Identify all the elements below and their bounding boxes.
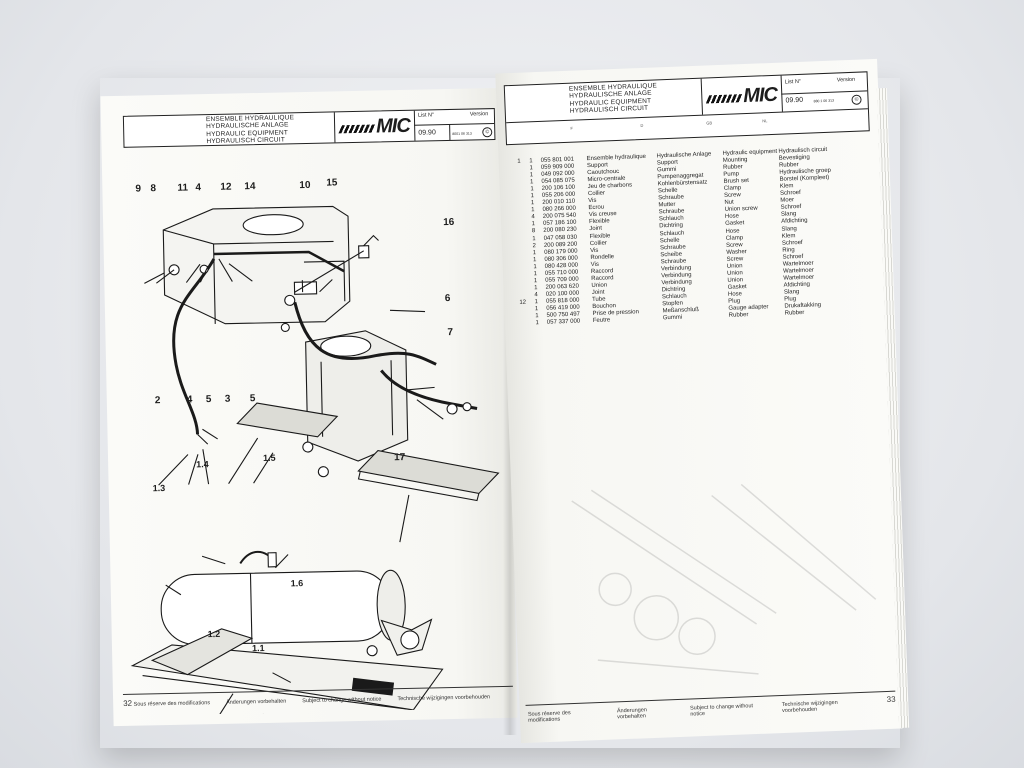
list-number-label: List N° [417, 112, 435, 119]
copyright-icon: © [482, 127, 493, 138]
left-page: ENSEMBLE HYDRAULIQUE HYDRAULISCHE ANLAGE… [100, 87, 518, 727]
col-header-gb: GB [706, 120, 713, 126]
col-header-f: F [570, 125, 573, 131]
callout-1-3: 1.3 [152, 483, 166, 494]
parts-cell-ref: 057 337 000 [546, 318, 581, 326]
notice-fr: Sous réserve des modifications [527, 710, 571, 724]
code-value: 880 1 06 313 [813, 98, 835, 104]
col-header-d: D [640, 122, 644, 129]
notice-de: Änderungen vorbehalten [225, 698, 287, 706]
callout-2: 2 [154, 395, 161, 407]
left-header-titles: ENSEMBLE HYDRAULIQUE HYDRAULISCHE ANLAGE… [206, 114, 295, 145]
right-header-titles: ENSEMBLE HYDRAULIQUE HYDRAULISCHE ANLAGE… [569, 82, 658, 115]
callout-5-left: 5 [205, 394, 212, 406]
callout-16: 16 [443, 216, 455, 229]
right-page: ENSEMBLE HYDRAULIQUE HYDRAULISCHE ANLAGE… [495, 58, 903, 744]
list-number-label: List N° [784, 78, 802, 86]
page-number-left: 32 [123, 698, 133, 708]
callout-1-5: 1.5 [262, 452, 276, 463]
right-header: ENSEMBLE HYDRAULIQUE HYDRAULISCHE ANLAGE… [503, 71, 870, 146]
callout-1-6: 1.6 [290, 578, 304, 589]
left-header: ENSEMBLE HYDRAULIQUE HYDRAULISCHE ANLAGE… [122, 108, 496, 148]
date-value: 09.90 [785, 96, 804, 105]
code-value: 8001 06 313 [452, 131, 472, 136]
version-label: Version [469, 111, 489, 118]
callout-12: 12 [220, 181, 232, 193]
callout-5-right: 5 [249, 393, 256, 405]
callout-1-2: 1.2 [207, 628, 221, 640]
parts-cell-pos [517, 321, 527, 328]
show-through-drawing [571, 483, 877, 675]
callout-11: 11 [177, 182, 189, 194]
notice-de: Änderungen vorbehalten [616, 707, 648, 721]
copyright-icon: © [851, 94, 862, 105]
parts-cell-nl: Rubber [784, 309, 805, 317]
parts-cell-fr: Feutre [592, 317, 611, 325]
notice-nl: Technische wijzigingen voorbehouden [781, 699, 838, 715]
callout-7: 7 [447, 326, 454, 339]
page-number-right: 33 [886, 694, 896, 705]
hydraulic-exploded-drawing [130, 205, 500, 717]
notice-gb: Subject to change without notice [689, 703, 754, 718]
parts-cell-de: Gummi [662, 314, 683, 322]
mic-logo: MIC [338, 115, 410, 139]
date-value: 09.90 [418, 129, 436, 137]
version-label: Version [836, 76, 856, 84]
col-header-nl: NL [762, 118, 768, 124]
callout-17: 17 [393, 451, 406, 464]
callout-8: 8 [150, 183, 157, 195]
parts-cell-gb: Rubber [728, 312, 749, 319]
callout-4-bottom: 4 [186, 394, 193, 406]
callout-1-1: 1.1 [251, 642, 265, 654]
mic-logo: MIC [705, 84, 778, 110]
header-title-nl: HYDRAULISCH CIRCUIT [206, 136, 286, 145]
callout-1-4: 1.4 [196, 459, 209, 470]
parts-cell-qty: 1 [535, 320, 540, 327]
callout-10: 10 [299, 179, 311, 192]
callout-9: 9 [135, 183, 142, 195]
callout-3: 3 [224, 393, 231, 405]
callout-6: 6 [444, 293, 451, 305]
callout-14: 14 [244, 181, 256, 193]
callout-4-top: 4 [195, 182, 202, 194]
callout-15: 15 [326, 177, 338, 189]
